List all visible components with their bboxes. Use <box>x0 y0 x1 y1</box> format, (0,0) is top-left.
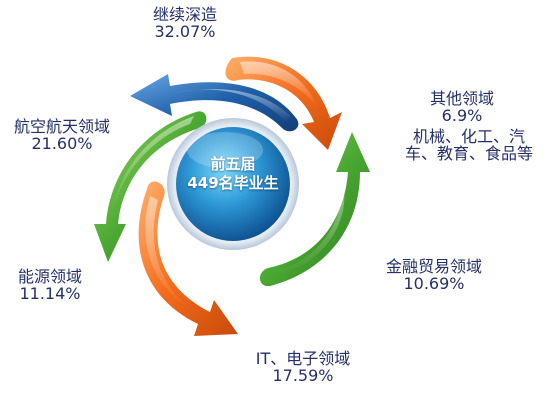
label-other-detail-line1: 机械、化工、汽 <box>412 127 525 146</box>
arrow-energy <box>94 111 207 262</box>
arrow-aerospace-shine <box>176 89 290 122</box>
label-energy: 能源领域 11.14% <box>2 268 98 303</box>
center-title-line1: 前五届 <box>210 155 256 173</box>
center-title-line2: 449名毕业生 <box>187 173 279 192</box>
label-other-title: 其他领域 <box>429 89 494 108</box>
label-other-value: 6.9% <box>441 106 483 126</box>
label-it-electronics-title: IT、电子领域 <box>255 349 351 368</box>
center-title: 前五届 449名毕业生 <box>175 155 291 193</box>
label-it-electronics: IT、电子领域 17.59% <box>245 350 361 385</box>
arrow-it-electronics <box>138 181 238 336</box>
arrow-it-electronics-shine <box>145 196 194 312</box>
label-energy-value: 11.14% <box>19 284 81 304</box>
arrow-other-shine <box>272 186 345 274</box>
label-other-detail-line2: 车、教育、食品等 <box>404 144 533 164</box>
label-further-study-title: 继续深造 <box>152 5 217 24</box>
arrow-further-study-shine <box>240 61 318 108</box>
arrow-other <box>259 132 370 287</box>
label-aerospace: 航空航天领域 21.60% <box>2 118 122 153</box>
label-other: 其他领域 6.9% <box>402 90 522 125</box>
label-aerospace-value: 21.60% <box>31 134 93 154</box>
arrow-aerospace <box>130 74 299 132</box>
label-further-study-value: 32.07% <box>154 22 216 42</box>
arrow-further-study <box>225 56 342 150</box>
label-it-electronics-value: 17.59% <box>272 366 334 386</box>
label-further-study: 继续深造 32.07% <box>137 6 233 41</box>
label-other-detail: 机械、化工、汽 车、教育、食品等 <box>384 128 554 163</box>
center-sphere-highlight <box>187 132 263 168</box>
label-finance-trade: 金融贸易领域 10.69% <box>376 258 492 293</box>
label-finance-trade-title: 金融贸易领域 <box>385 257 482 276</box>
center-sphere <box>176 127 290 241</box>
label-finance-trade-value: 10.69% <box>403 274 465 294</box>
label-aerospace-title: 航空航天领域 <box>13 117 110 136</box>
label-energy-title: 能源领域 <box>17 267 82 286</box>
